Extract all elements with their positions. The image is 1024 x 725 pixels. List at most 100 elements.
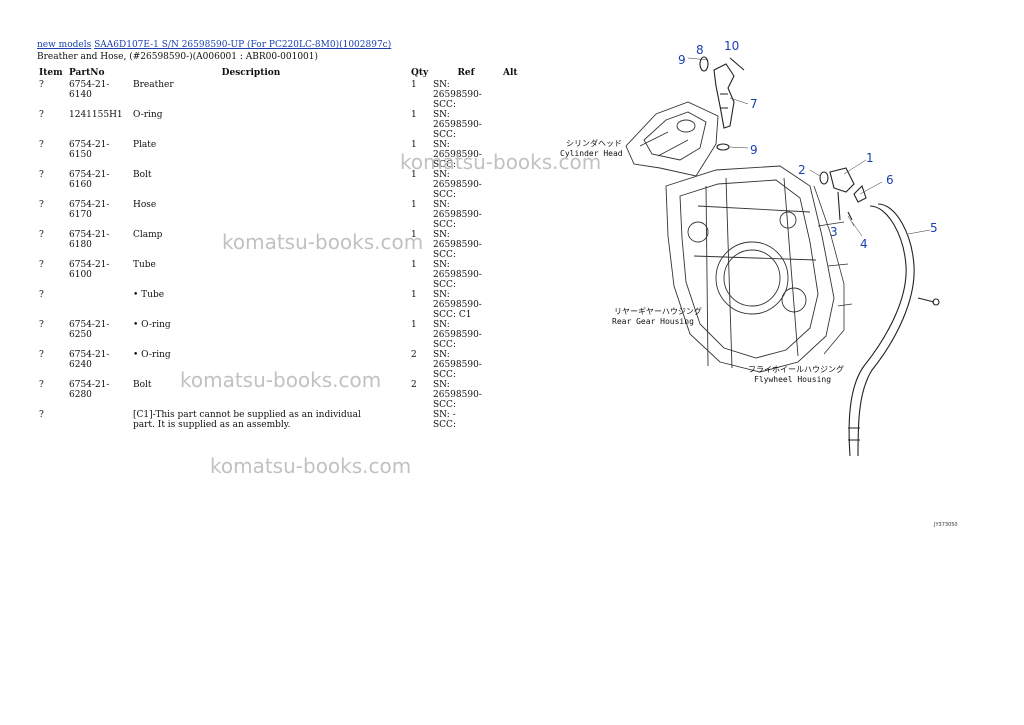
header-description: Description [221,68,281,78]
ref-line-2: SCC: [433,370,456,380]
alt-cell [501,200,525,230]
description-cell: Bolt [133,380,152,390]
partno-cell: 6754-21-6160 [69,170,110,190]
ref-line-1: SN: 26598590- [433,170,482,190]
rear-gear-housing-label-jp: リヤーギヤーハウジング [614,306,702,316]
qty-cell: 2 [411,350,417,360]
ref-line-1: SN: 26598590- [433,140,482,160]
ref-cell: SN: 26598590-SCC: [431,170,501,200]
breadcrumb: new models SAA6D107E-1 S/N 26598590-UP (… [37,40,391,50]
table-row: ? 6754-21-6170 Hose 1 SN: 26598590-SCC: [37,200,525,230]
ref-cell: SN: -SCC: [431,410,501,436]
ref-line-2: SCC: [433,400,456,410]
description-cell: • Tube [133,290,165,300]
ref-line-1: SN: 26598590- [433,230,482,250]
header-item: Item [39,68,63,78]
alt-cell [501,260,525,290]
item-cell: ? [39,170,44,180]
alt-cell [501,110,525,140]
callout-2: 2 [798,163,806,177]
qty-cell: 1 [411,170,417,180]
table-row: ? 6754-21-6160 Bolt 1 SN: 26598590-SCC: [37,170,525,200]
alt-cell [501,320,525,350]
callout-8: 8 [696,43,704,57]
rear-gear-housing-drawing [665,165,835,373]
table-row: ? 6754-21-6140 Breather 1 SN: 26598590-S… [37,80,525,110]
callout-10: 10 [724,39,739,53]
partno-cell [67,290,131,320]
ref-cell: SN: 26598590-SCC: [431,320,501,350]
ref-line-1: SN: 26598590- [433,80,482,100]
cylinder-head-label-en: Cylinder Head [560,149,623,158]
description-cell: Bolt [133,170,152,180]
ref-line-1: SN: 26598590- [433,260,482,280]
ref-line-2: SCC: [433,250,456,260]
description-cell: O-ring [133,110,163,120]
partno-cell: 6754-21-6170 [69,200,110,220]
ref-line-2: SCC: [433,190,456,200]
alt-cell [501,380,525,410]
qty-cell [409,410,431,436]
ref-cell: SN: 26598590-SCC: [431,140,501,170]
header-alt: Alt [503,68,518,78]
table-row: ? 6754-21-6100 Tube 1 SN: 26598590-SCC: [37,260,525,290]
ref-line-2: SCC: [433,340,456,350]
alt-cell [501,410,525,436]
alt-cell [501,350,525,380]
ref-line-1: SN: 26598590- [433,380,482,400]
callout-9-lower: 9 [750,143,758,157]
item-cell: ? [39,260,44,270]
ref-line-1: SN: 26598590- [433,350,482,370]
item-cell: ? [39,350,44,360]
parts-table-body: ? 6754-21-6140 Breather 1 SN: 26598590-S… [37,80,525,436]
breadcrumb-link-new-models[interactable]: new models [37,40,92,50]
ref-cell: SN: 26598590-SCC: C1 [431,290,501,320]
ref-line-2: SCC: [433,280,456,290]
parts-table: Item PartNo Description Qty Ref Alt ? 67… [37,66,525,436]
description-cell: Breather [133,80,174,90]
ref-line-2: SCC: [433,100,456,110]
page-subtitle: Breather and Hose, (#26598590-)(A006001 … [37,52,319,62]
item-cell: ? [39,410,44,420]
item-cell: ? [39,320,44,330]
note-line-2: part. It is supplied as an assembly. [133,420,291,430]
qty-cell: 1 [411,230,417,240]
cylinder-head-drawing [625,101,719,177]
qty-cell: 1 [411,80,417,90]
description-cell: Plate [133,140,157,150]
header-qty: Qty [411,68,429,78]
callout-6: 6 [886,173,894,187]
item-cell: ? [39,290,44,300]
table-row: ? • Tube 1 SN: 26598590-SCC: C1 [37,290,525,320]
ref-cell: SN: 26598590-SCC: [431,80,501,110]
qty-cell: 1 [411,320,417,330]
parts-diagram: 1 2 3 4 5 6 7 8 9 9 10 シリンダヘッド Cylinder … [560,39,958,528]
ref-line-2: SCC: [433,420,456,430]
item-cell: ? [39,380,44,390]
ref-cell: SN: 26598590-SCC: [431,230,501,260]
description-cell: Clamp [133,230,163,240]
partno-cell: 6754-21-6250 [69,320,110,340]
callout-7: 7 [750,97,758,111]
header-partno: PartNo [69,68,105,78]
breather-parts-drawing [699,56,940,457]
partno-cell: 6754-21-6150 [69,140,110,160]
table-row: ? 6754-21-6280 Bolt 2 SN: 26598590-SCC: [37,380,525,410]
ref-cell: SN: 26598590-SCC: [431,350,501,380]
callout-3: 3 [830,225,838,239]
description-cell: • O-ring [133,350,171,360]
breadcrumb-link-model[interactable]: SAA6D107E-1 S/N 26598590-UP (For PC220LC… [94,40,392,50]
qty-cell: 1 [411,290,417,300]
ref-line-1: SN: 26598590- [433,200,482,220]
alt-cell [501,290,525,320]
ref-cell: SN: 26598590-SCC: [431,200,501,230]
callout-4: 4 [860,237,868,251]
ref-line-1: SN: 26598590- [433,110,482,130]
callout-5: 5 [930,221,938,235]
note-line-1: [C1]-This part cannot be supplied as an … [133,410,361,420]
table-row: ? 1241155H1 O-ring 1 SN: 26598590-SCC: [37,110,525,140]
description-cell: Hose [133,200,157,210]
ref-cell: SN: 26598590-SCC: [431,260,501,290]
item-cell: ? [39,140,44,150]
ref-line-2: SCC: [433,130,456,140]
